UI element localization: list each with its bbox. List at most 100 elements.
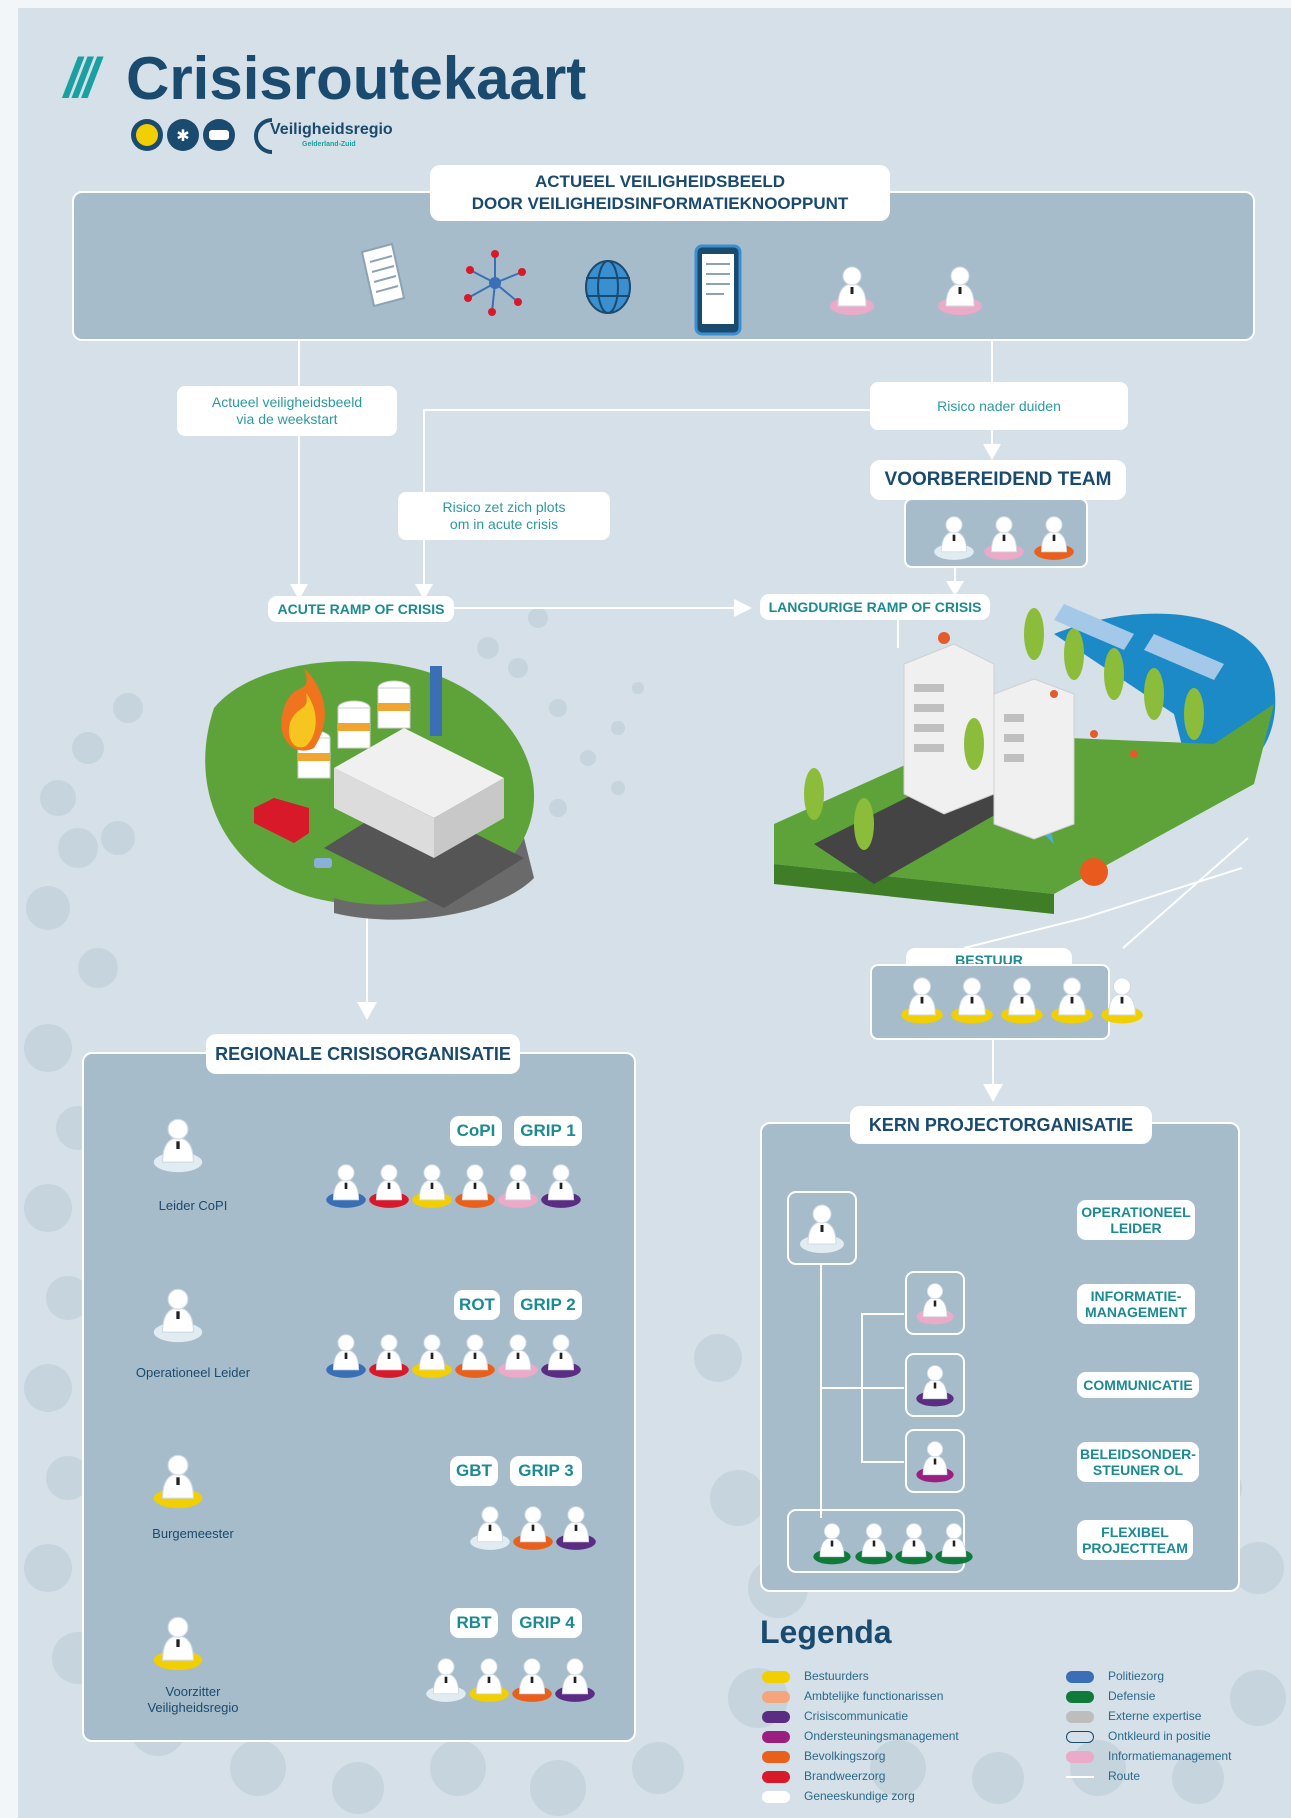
tag-grip-3: GRIP 3: [510, 1456, 582, 1486]
left-legend-item: Bevolkingszorg: [762, 1748, 1022, 1764]
grip-member-figure-icon: [412, 1164, 452, 1208]
bestuurder-figure-icon: [901, 977, 943, 1024]
role-operationeel-leider-line1: OPERATIONEEL: [1081, 1204, 1191, 1220]
regionale-title: REGIONALE CRISISORGANISATIE: [206, 1034, 520, 1074]
beleidsondersteuner-figure-icon: [916, 1441, 954, 1483]
role-informatie-management-line2: MANAGEMENT: [1085, 1304, 1187, 1320]
grip-member-figure-icon: [326, 1334, 366, 1378]
legend-label: Bestuurders: [804, 1669, 869, 1683]
legend-swatch: [1066, 1671, 1094, 1683]
risico-nader-note: Risico nader duiden: [870, 382, 1128, 430]
left-legend-item: Crisiscommunicatie: [762, 1708, 1022, 1724]
partner-logos: ✱: [131, 119, 235, 151]
grip-member-figure-icon: [469, 1658, 509, 1702]
projectteam-figure-icon: [935, 1523, 973, 1565]
role-figures: [153, 266, 1143, 1702]
grip-member-figure-icon: [555, 1658, 595, 1702]
page-title: Crisisroutekaart: [126, 45, 587, 112]
legend-swatch: [1066, 1711, 1094, 1723]
legend-label: Defensie: [1108, 1689, 1156, 1703]
veiligheidsbeeld-title-line2: DOOR VEILIGHEIDSINFORMATIEKNOOPPUNT: [471, 194, 849, 213]
org-region: Gelderland-Zuid: [302, 141, 356, 148]
legend-swatch: [762, 1711, 790, 1723]
tag-grip-1: GRIP 1: [514, 1116, 582, 1146]
veiligheidsbeeld-title-line1: ACTUEEL VEILIGHEIDSBEELD: [535, 172, 785, 191]
legend-swatch: [1066, 1751, 1094, 1763]
tag-grip-2: GRIP 2: [514, 1290, 582, 1320]
org-name: Veiligheidsregio: [270, 121, 393, 138]
globe-icon: [585, 260, 631, 314]
legend-label: Brandweerzorg: [804, 1769, 886, 1783]
communicatie-figure-icon: [916, 1365, 954, 1407]
grip-member-figure-icon: [369, 1334, 409, 1378]
legend-label: Informatiemanagement: [1108, 1749, 1232, 1763]
voorzitter-figure-icon: [153, 1616, 203, 1671]
tag-rot: ROT: [454, 1290, 500, 1320]
role-beleidsondersteuner-line1: BELEIDSONDER-: [1080, 1446, 1196, 1462]
acute-crisis-note-line1: Risico zet zich plots: [442, 499, 566, 515]
operationeel-leider-figure-icon: [153, 1288, 203, 1343]
projectteam-figure-icon: [895, 1523, 933, 1565]
legend-label: Bevolkingszorg: [804, 1749, 886, 1763]
tag-gbt: GBT: [450, 1456, 498, 1486]
veiligheidsregio-logo-icon: [254, 118, 273, 154]
role-informatie-management: INFORMATIE-MANAGEMENT: [1077, 1284, 1195, 1324]
industrial-fire-illustration: [205, 661, 535, 920]
right-legend-item: Politiezorg: [1066, 1668, 1276, 1684]
weekstart-note-line2: via de weekstart: [236, 411, 338, 427]
role-communicatie: COMMUNICATIE: [1077, 1372, 1199, 1398]
grip-member-figure-icon: [412, 1334, 452, 1378]
grip-member-figure-icon: [541, 1164, 581, 1208]
left-legend-item: Ambtelijke functionarissen: [762, 1688, 1022, 1704]
legend-swatch: [1066, 1776, 1094, 1778]
role-caption-voorzitter-line2: Veiligheidsregio: [147, 1700, 239, 1715]
bestuurder-figure-icon: [1101, 977, 1143, 1024]
team-member-figure-icon: [984, 516, 1024, 560]
tablet-icon: [694, 244, 742, 336]
grip-member-figure-icon: [369, 1164, 409, 1208]
bestuurder-figure-icon: [1051, 977, 1093, 1024]
grip-member-figure-icon: [498, 1164, 538, 1208]
operationeel-leider-figure-icon: [800, 1204, 844, 1253]
network-icon: [464, 250, 526, 316]
right-legend-item: Externe expertise: [1066, 1708, 1276, 1724]
route-lines: [290, 341, 1249, 1102]
left-legend-item: Geneeskundige zorg: [762, 1788, 1022, 1804]
legend-swatch: [1066, 1691, 1094, 1703]
bestuurder-figure-icon: [1001, 977, 1043, 1024]
leider-copi-figure-icon: [153, 1118, 203, 1173]
left-legend-item: Brandweerzorg: [762, 1768, 1022, 1784]
langdurige-ramp-tag: LANGDURIGE RAMP OF CRISIS: [760, 594, 990, 620]
role-flexibel-projectteam-line1: FLEXIBEL: [1101, 1524, 1169, 1540]
role-caption-leider-copi: Leider CoPI: [158, 1198, 228, 1213]
grip-member-figure-icon: [426, 1658, 466, 1702]
grip-member-figure-icon: [513, 1506, 553, 1550]
grip-member-figure-icon: [455, 1164, 495, 1208]
team-member-figure-icon: [934, 516, 974, 560]
acute-crisis-note-line2: om in acute crisis: [449, 516, 559, 532]
grip-member-figure-icon: [326, 1164, 366, 1208]
kern-title: KERN PROJECTORGANISATIE: [850, 1106, 1152, 1144]
bestuurder-figure-icon: [951, 977, 993, 1024]
left-legend-item: Ondersteuningsmanagement: [762, 1728, 1022, 1744]
left-legend-item: Bestuurders: [762, 1668, 1022, 1684]
team-member-figure-icon: [1034, 516, 1074, 560]
tag-grip-4: GRIP 4: [512, 1608, 582, 1638]
legend-label: Crisiscommunicatie: [804, 1709, 909, 1723]
role-caption-operationeel-leider: Operationeel Leider: [135, 1365, 251, 1380]
flood-city-illustration: [774, 604, 1276, 914]
right-legend-item: Informatiemanagement: [1066, 1748, 1276, 1764]
legend-label: Geneeskundige zorg: [804, 1789, 915, 1803]
legend-label: Ontkleurd in positie: [1108, 1729, 1211, 1743]
legend-label: Ondersteuningsmanagement: [804, 1729, 959, 1743]
burgemeester-figure-icon: [153, 1454, 203, 1509]
role-caption-burgemeester: Burgemeester: [152, 1526, 234, 1541]
svg-text:✱: ✱: [176, 126, 189, 145]
legend-label: Politiezorg: [1108, 1669, 1165, 1683]
analyst-figure-icon: [830, 266, 874, 315]
legend-label: Ambtelijke functionarissen: [804, 1689, 944, 1703]
legend-swatch: [762, 1671, 790, 1683]
projectteam-figure-icon: [813, 1523, 851, 1565]
role-flexibel-projectteam-line2: PROJECTTEAM: [1082, 1540, 1188, 1556]
